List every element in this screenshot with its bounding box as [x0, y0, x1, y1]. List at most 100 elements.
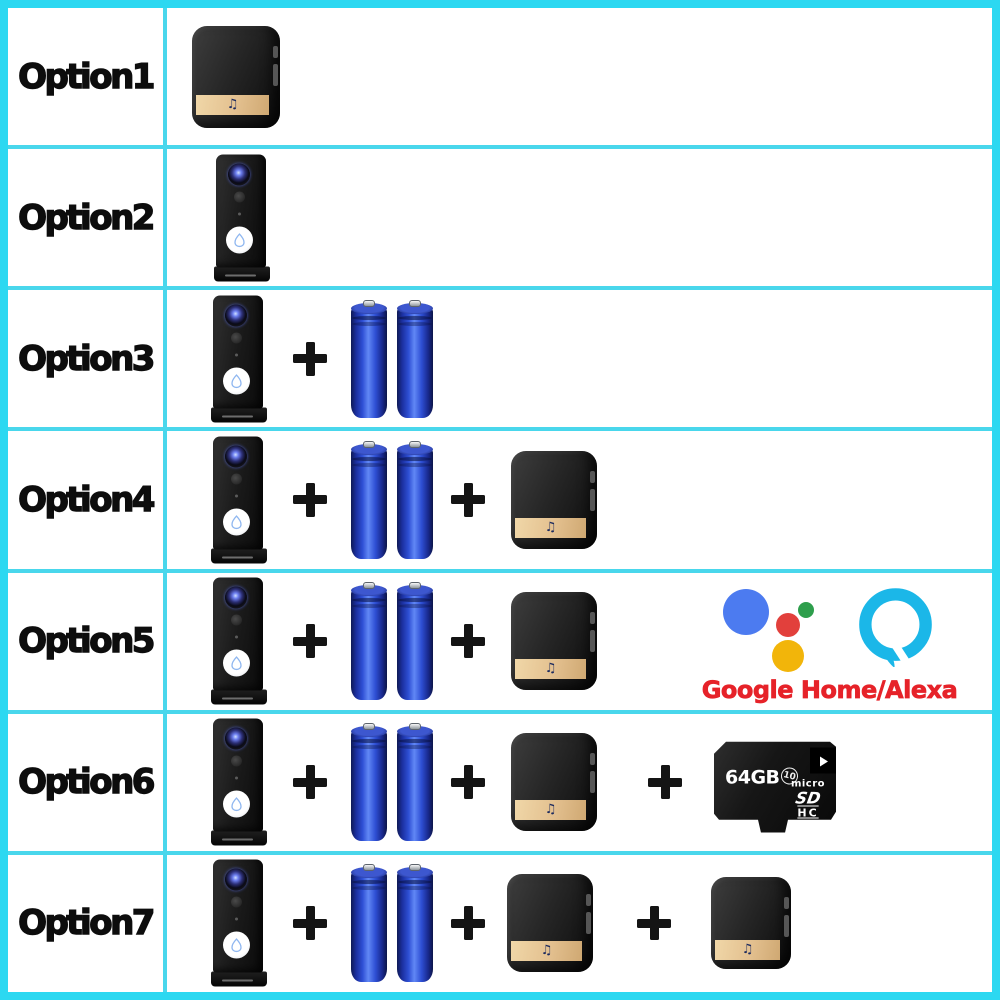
battery-image — [351, 440, 387, 559]
option-label-cell: Option1 — [8, 8, 167, 146]
battery-image — [351, 582, 387, 701]
sd-logo-sd: SD — [794, 788, 823, 808]
chime-receiver-image: ♫ — [511, 733, 597, 832]
music-note-icon: ♫ — [226, 96, 239, 112]
battery-image — [351, 299, 387, 418]
sd-card-image: 64GB 10 micro SD HC — [714, 741, 836, 833]
google-blue-dot — [723, 588, 769, 635]
motion-sensor-icon — [230, 614, 242, 626]
option-row-7: Option7 — [8, 854, 992, 992]
option-row-4: Option4 — [8, 431, 992, 573]
battery-image — [397, 864, 433, 983]
music-note-icon: ♫ — [544, 801, 557, 817]
microsdhc-logo: micro SD HC — [786, 778, 830, 820]
google-home-alexa-block: Google Home/Alexa — [687, 573, 972, 710]
chime-receiver-image: ♫ — [511, 592, 597, 691]
option-label-cell: Option6 — [8, 713, 167, 851]
google-green-dot — [798, 601, 814, 618]
bell-icon — [231, 797, 242, 812]
chime-side-button — [784, 915, 789, 938]
motion-sensor-icon — [230, 332, 242, 344]
battery-image — [397, 299, 433, 418]
plus-icon — [293, 906, 327, 941]
sd-logo-micro: micro — [790, 778, 826, 790]
doorbell-base — [211, 407, 267, 423]
battery-image — [397, 723, 433, 842]
plus-icon — [293, 482, 327, 517]
option-label: Option4 — [17, 479, 156, 520]
doorbell-button — [223, 931, 250, 959]
option-content — [167, 149, 992, 287]
option-label: Option3 — [17, 338, 156, 379]
plus-icon — [637, 906, 671, 941]
camera-lens-icon — [225, 445, 247, 468]
camera-lens-icon — [228, 163, 250, 186]
sd-capacity-label: 64GB — [725, 766, 780, 789]
chime-receiver-image: ♫ — [192, 25, 280, 128]
sd-logo-hc: HC — [797, 806, 819, 820]
doorbell-button — [223, 508, 250, 536]
option-content: ♫ — [167, 8, 992, 146]
motion-sensor-icon — [233, 191, 245, 203]
chime-gold-band: ♫ — [515, 658, 586, 679]
battery-pair-image — [351, 299, 433, 418]
option-content: ♫ Google Home/Alexa — [167, 572, 992, 710]
battery-image — [351, 723, 387, 842]
plus-icon — [648, 765, 682, 800]
music-note-icon: ♫ — [540, 942, 553, 958]
doorbell-camera-image — [211, 295, 267, 423]
doorbell-button — [223, 649, 250, 677]
camera-lens-icon — [225, 868, 247, 891]
option-content: ♫ — [167, 431, 992, 569]
google-home-alexa-caption: Google Home/Alexa — [701, 675, 958, 704]
doorbell-base — [211, 971, 267, 987]
bell-icon — [231, 374, 242, 388]
chime-side-button — [273, 45, 278, 58]
doorbell-camera-image — [211, 577, 267, 705]
mic-dot-icon — [238, 212, 241, 216]
chime-side-button — [590, 630, 595, 653]
option-content: ♫ ♫ — [167, 854, 992, 992]
music-note-icon: ♫ — [544, 519, 557, 535]
chime-gold-band: ♫ — [515, 517, 586, 538]
bell-icon — [231, 515, 242, 530]
option-label-cell: Option5 — [8, 572, 167, 710]
chime-receiver-image: ♫ — [511, 450, 597, 549]
chime-side-button — [590, 470, 595, 483]
option-row-1: Option1 ♫ — [8, 8, 992, 150]
chime-side-button — [590, 771, 595, 794]
option-content: ♫ 64GB 10 micro SD HC — [167, 713, 992, 851]
alexa-icon — [859, 587, 932, 667]
chime-receiver-image: ♫ — [507, 874, 593, 973]
doorbell-button — [226, 226, 253, 254]
plus-icon — [451, 765, 485, 800]
chime-side-button — [586, 912, 591, 935]
chime-gold-band: ♫ — [715, 939, 780, 960]
option-label-cell: Option4 — [8, 431, 167, 569]
doorbell-base — [211, 548, 267, 564]
bell-icon — [234, 232, 245, 247]
mic-dot-icon — [235, 353, 238, 357]
plus-icon — [293, 624, 327, 659]
option-row-5: Option5 — [8, 572, 992, 714]
chime-side-button — [784, 897, 789, 910]
bell-icon — [231, 938, 242, 953]
option-label-cell: Option3 — [8, 290, 167, 428]
battery-pair-image — [351, 440, 433, 559]
bell-icon — [231, 656, 242, 671]
battery-pair-image — [351, 582, 433, 701]
sd-arrow-icon — [820, 756, 828, 767]
chime-side-button — [273, 63, 278, 86]
plus-icon — [451, 482, 485, 517]
battery-pair-image — [351, 723, 433, 842]
doorbell-camera-image — [211, 859, 267, 987]
camera-lens-icon — [225, 304, 247, 327]
chime-side-button — [590, 488, 595, 511]
plus-icon — [451, 906, 485, 941]
doorbell-button — [223, 790, 250, 818]
mic-dot-icon — [235, 917, 238, 921]
plus-icon — [451, 624, 485, 659]
plus-icon — [293, 341, 327, 376]
chime-gold-band: ♫ — [196, 94, 269, 115]
chime-side-button — [586, 894, 591, 907]
